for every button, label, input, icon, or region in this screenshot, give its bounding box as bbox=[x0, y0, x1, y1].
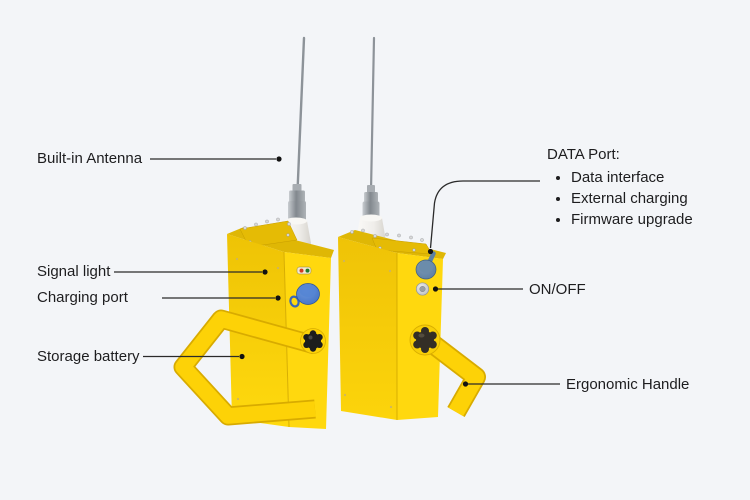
label-on-off: ON/OFF bbox=[529, 281, 586, 298]
left-antenna-base bbox=[288, 201, 306, 222]
pointer-lines bbox=[114, 158, 560, 385]
left-handle bbox=[173, 309, 318, 426]
right-device bbox=[338, 36, 486, 420]
pointer-dot-on-off bbox=[432, 286, 439, 292]
data-port-item-2: External charging bbox=[571, 191, 693, 207]
charging-port bbox=[289, 283, 320, 308]
right-handle-strap bbox=[419, 331, 485, 417]
pointer-dot-signal-light bbox=[262, 269, 268, 275]
right-handle bbox=[418, 330, 486, 417]
signal-light-green bbox=[305, 268, 310, 273]
right-body-front-face bbox=[338, 237, 397, 420]
pointer-dot-ergonomic-handle bbox=[462, 381, 469, 387]
signal-light-red bbox=[299, 268, 304, 273]
right-handle-knob bbox=[413, 327, 437, 353]
pointer-line-data-port bbox=[429, 180, 540, 249]
pointer-dots bbox=[239, 156, 469, 387]
data-port-list: Data interface External charging Firmwar… bbox=[553, 170, 693, 228]
data-port-item-1: Data interface bbox=[571, 170, 693, 186]
data-port-callout: DATA Port: Data interface External charg… bbox=[547, 146, 693, 233]
pointer-dot-storage-battery bbox=[239, 353, 245, 360]
label-charging-port: Charging port bbox=[37, 289, 128, 306]
on-off-button bbox=[415, 282, 430, 296]
right-top-plate-screws bbox=[350, 228, 424, 252]
right-antenna-insulator-top bbox=[360, 214, 382, 222]
left-knob-highlight bbox=[308, 335, 313, 340]
label-ergonomic-handle: Ergonomic Handle bbox=[566, 376, 690, 393]
left-antenna-insulator-top bbox=[285, 217, 307, 225]
pointer-dot-charging-port bbox=[275, 295, 281, 301]
data-port-item-3: Firmware upgrade bbox=[571, 212, 693, 228]
left-device bbox=[173, 36, 334, 429]
right-face-screws bbox=[342, 259, 393, 409]
label-storage-battery: Storage battery bbox=[37, 348, 140, 365]
data-port bbox=[415, 251, 437, 280]
right-antenna-neck bbox=[367, 185, 375, 193]
label-builtin-antenna: Built-in Antenna bbox=[37, 150, 143, 167]
data-port-heading: DATA Port: bbox=[547, 146, 620, 163]
left-antenna-nut bbox=[289, 190, 305, 202]
left-handle-knob bbox=[303, 330, 323, 352]
pointer-dot-builtin-antenna bbox=[276, 156, 282, 162]
left-antenna-rod bbox=[296, 36, 306, 193]
left-top-plate-screws bbox=[243, 217, 291, 244]
right-antenna-nut bbox=[364, 192, 378, 203]
left-antenna-neck bbox=[292, 184, 302, 192]
data-port-tab bbox=[427, 251, 436, 264]
label-signal-light: Signal light bbox=[37, 263, 111, 280]
right-knob-highlight bbox=[418, 333, 425, 338]
data-port-cap-top bbox=[419, 261, 433, 273]
signal-light bbox=[296, 266, 312, 275]
pointer-dot-data-port bbox=[427, 248, 434, 255]
charging-port-cap-top bbox=[299, 284, 317, 297]
left-handle-strap bbox=[175, 311, 318, 424]
on-off-button-center bbox=[419, 286, 426, 293]
right-antenna-rod bbox=[369, 36, 376, 193]
